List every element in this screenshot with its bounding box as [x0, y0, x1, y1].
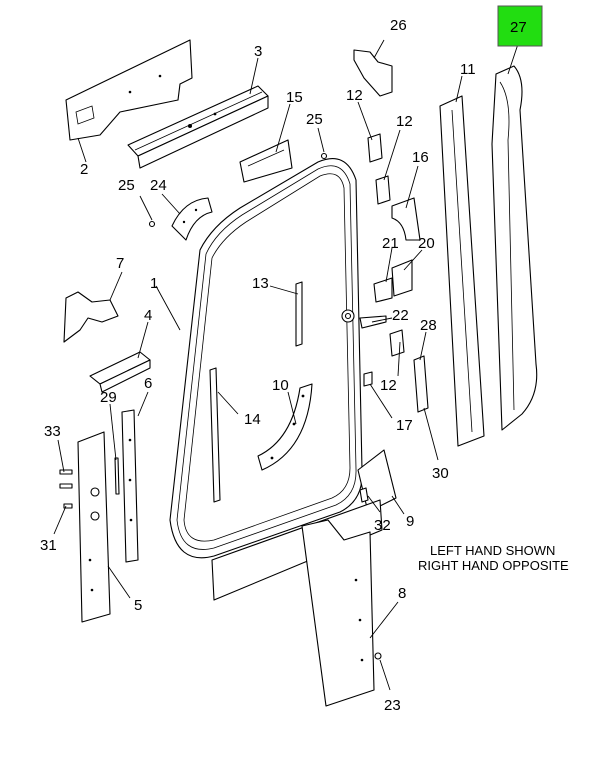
part-16-gusset [391, 197, 421, 241]
part-6-pillar-strip [121, 409, 139, 563]
lower-sill-panel [211, 499, 383, 601]
part-11-rear-pillar [439, 95, 485, 447]
callout-7: 7 [116, 255, 124, 272]
callout-labels: 1 2 3 4 5 6 7 8 9 10 11 12 12 12 13 14 1… [40, 17, 527, 714]
part-3-header-channel [127, 85, 269, 169]
part-25-screw [148, 220, 156, 228]
part-24-corner-block [171, 197, 213, 241]
callout-8: 8 [398, 585, 406, 602]
part-10-curved-bracket [257, 383, 313, 471]
callout-26: 26 [390, 17, 407, 34]
callout-10: 10 [272, 377, 289, 394]
callout-17: 17 [396, 417, 413, 434]
part-26-bracket [353, 49, 393, 97]
callout-9: 9 [406, 513, 414, 530]
part-25-screw-upper [320, 152, 328, 160]
part-4-plate [89, 351, 151, 393]
callout-32: 32 [374, 517, 391, 534]
callout-5: 5 [134, 597, 142, 614]
part-12-bracket-middle [375, 175, 391, 205]
part-12-bracket-upper [367, 133, 383, 163]
callout-23: 23 [384, 697, 401, 714]
callout-14: 14 [244, 411, 261, 428]
part-15-seal-strip [239, 139, 293, 183]
callout-1: 1 [150, 275, 158, 292]
callout-2: 2 [80, 161, 88, 178]
callout-12b: 12 [396, 113, 413, 130]
part-8-step-panel [301, 519, 375, 707]
part-28-strip [413, 355, 429, 413]
callout-30: 30 [432, 465, 449, 482]
callout-33: 33 [44, 423, 61, 440]
part-32-fastener [359, 487, 369, 503]
part-14-vertical-strip [209, 367, 221, 503]
part-13-glass-run [295, 281, 303, 347]
part-27-rear-corner-panel [491, 65, 538, 431]
callout-31: 31 [40, 537, 57, 554]
callout-20: 20 [418, 235, 435, 252]
callout-16: 16 [412, 149, 429, 166]
callout-29: 29 [100, 389, 117, 406]
part-33-bolts [59, 469, 73, 489]
note-line-1: LEFT HAND SHOWN [430, 543, 555, 558]
callout-25a: 25 [118, 177, 135, 194]
callout-12a: 12 [346, 87, 363, 104]
part-5-hinge-pillar [77, 431, 111, 623]
callout-6: 6 [144, 375, 152, 392]
part-20-bracket [391, 259, 413, 297]
callout-13: 13 [252, 275, 269, 292]
callout-3: 3 [254, 43, 262, 60]
callout-28: 28 [420, 317, 437, 334]
callout-11: 11 [460, 61, 476, 78]
orientation-note: LEFT HAND SHOWN RIGHT HAND OPPOSITE [418, 543, 569, 573]
callout-24: 24 [150, 177, 167, 194]
note-line-2: RIGHT HAND OPPOSITE [418, 558, 569, 573]
callout-4: 4 [144, 307, 152, 324]
part-21-plate [373, 277, 393, 303]
callout-15: 15 [286, 89, 303, 106]
part-23-screw [374, 652, 382, 660]
part-12-bracket-lower [389, 329, 405, 357]
part-2-upper-panel [65, 39, 193, 141]
highlight-box-part-27 [497, 5, 543, 47]
callout-12c: 12 [380, 377, 397, 394]
callout-22: 22 [392, 307, 409, 324]
callout-25b: 25 [306, 111, 323, 128]
callout-21: 21 [382, 235, 399, 252]
part-29-pin [114, 457, 120, 495]
part-7-bracket [63, 291, 119, 343]
part-17-clip [363, 371, 373, 387]
callout-27: 27 [510, 19, 527, 36]
leader-lines [53, 37, 521, 691]
